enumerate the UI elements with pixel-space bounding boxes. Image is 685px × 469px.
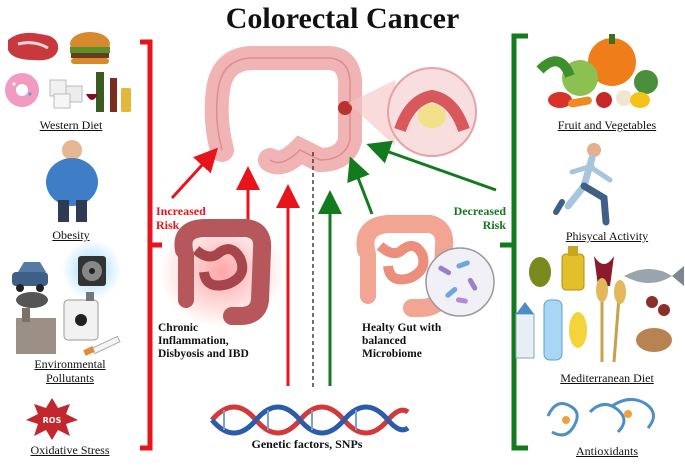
wheat-icon <box>569 278 672 363</box>
water-bottle-icon <box>543 299 563 361</box>
green-arrow-3 <box>366 140 497 192</box>
donut-icon <box>5 73 39 107</box>
factor-obesity: Obesity <box>52 228 90 242</box>
chemical-canister-icon <box>63 292 99 341</box>
increase-bracket <box>140 39 162 451</box>
olive-oil-icon <box>529 246 614 291</box>
factor-environmental-pollutants: Environmental Pollutants <box>34 357 106 385</box>
decrease-bracket <box>500 33 528 451</box>
car-icon <box>12 262 48 292</box>
colon-icon <box>204 46 363 175</box>
inflamed-gut-label: Chronic Inflammation, Disbyosis and IBD <box>158 322 249 360</box>
genetic-factors-label: Genetic factors, SNPs <box>251 437 363 451</box>
steak-icon <box>8 32 59 61</box>
ros-burst-icon <box>26 398 78 440</box>
milk-icon <box>515 302 535 359</box>
obese-person-icon <box>46 140 98 222</box>
healthy-gut-label: Healty Gut with balanced Microbiome <box>362 322 442 360</box>
decreased-risk-label: Decreased Risk <box>453 204 506 232</box>
vegetables-icon <box>536 34 658 108</box>
ros-badge: ROS <box>43 416 62 425</box>
sugar-cubes-icon <box>49 79 83 109</box>
wine-bottle-icon <box>86 72 131 112</box>
cigarette-icon <box>83 335 121 356</box>
diagram-title: Colorectal Cancer <box>225 2 460 35</box>
increased-risk-label: Increased Risk <box>156 204 206 232</box>
microbiome-circle-icon <box>425 247 495 317</box>
factor-fruit-vegetables: Fruit and Vegetables <box>557 118 657 132</box>
tumor-zoom-icon <box>387 67 477 157</box>
factor-western-diet: Western Diet <box>39 118 103 132</box>
green-arrow-2 <box>347 156 374 215</box>
factor-antioxidants: Antioxidants <box>576 444 638 458</box>
antioxidant-molecule-icon <box>546 398 655 437</box>
factor-oxidative-stress: Oxidative Stress <box>30 443 110 457</box>
factor-mediterranean-diet: Mediterranean Diet <box>560 371 654 385</box>
inflamed-intestine-icon <box>174 219 272 325</box>
factory-icon <box>16 292 56 354</box>
burger-icon <box>70 32 110 64</box>
factor-physical-activity: Phisycal Activity <box>565 229 649 243</box>
fan-icon <box>78 256 106 286</box>
fish-icon <box>624 266 684 286</box>
dna-helix-icon <box>210 404 410 436</box>
runner-icon <box>553 143 613 226</box>
red-arrow-1 <box>170 147 219 200</box>
